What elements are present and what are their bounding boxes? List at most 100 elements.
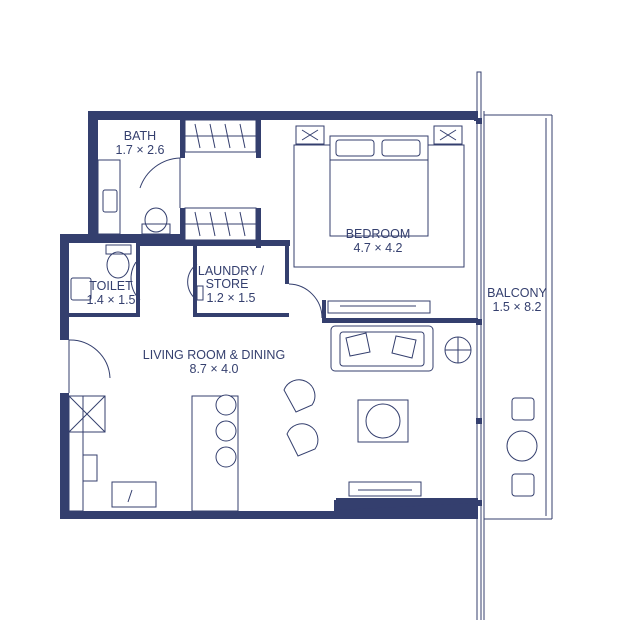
wall-toilet-top (60, 234, 100, 243)
kitchen-island (191, 395, 239, 512)
wardrobe-lower-hanger-1 (194, 211, 201, 237)
fridge (68, 395, 106, 433)
wall-corridor-bottom (140, 240, 290, 246)
wall-toilet-right (136, 243, 140, 317)
entrance-door-swing (68, 339, 111, 379)
bedroom-door-swing (288, 283, 323, 319)
wardrobe-upper-hanger-4 (239, 123, 246, 149)
pillow-left (335, 139, 375, 157)
wall-left-lower (60, 393, 69, 519)
walls (60, 111, 478, 519)
wall-bath-right-lower (180, 208, 185, 243)
living-label: LIVING ROOM & DINING (143, 348, 285, 362)
balcony-railing (484, 114, 553, 520)
cushion-left (345, 332, 371, 357)
bath-wc-bowl (144, 207, 168, 233)
nightstand-right (433, 125, 463, 145)
wall-wardrobe-right-lower (256, 208, 261, 248)
wardrobe-lower (184, 207, 257, 241)
wall-laundry-left (193, 244, 197, 317)
stool-3 (215, 446, 237, 468)
wardrobe-upper-hanger-2 (209, 123, 216, 149)
wall-toilet-bottom (69, 313, 140, 317)
bed-headboard (329, 135, 429, 161)
wall-laundry-right (285, 244, 289, 284)
window-mullion-low (476, 418, 482, 424)
wall-bath-left (88, 111, 98, 241)
bedroom-tv-unit (327, 300, 431, 314)
bed-frame (329, 135, 429, 237)
wall-wardrobe-right-upper (256, 115, 261, 158)
cushion-right (391, 335, 417, 359)
dining-table-rug (357, 399, 409, 443)
living-tv-unit (348, 481, 422, 497)
bedroom-furniture (288, 125, 465, 319)
wardrobe-upper-hanger-3 (224, 123, 231, 149)
armchair-2 (286, 423, 319, 457)
balcony-furniture (506, 397, 538, 497)
wall-right-bottom-slab (336, 498, 478, 510)
toilet-fixtures (70, 244, 141, 301)
wall-bedroom-bottom (322, 318, 478, 323)
bedroom-label: BEDROOM (346, 227, 411, 241)
laundry-label-line2: STORE (206, 277, 249, 291)
sink-tap (127, 489, 133, 503)
toilet-size: 1.4 × 1.5 (87, 293, 136, 307)
pillow-right (381, 139, 421, 157)
stool-1 (215, 394, 237, 416)
balcony-label: BALCONY (487, 286, 547, 300)
bath-size: 1.7 × 2.6 (116, 143, 165, 157)
bath-label: BATH (124, 129, 156, 143)
balcony-size: 1.5 × 8.2 (493, 300, 542, 314)
toilet-wc-bowl (106, 251, 130, 279)
fridge-diag-b (68, 395, 106, 433)
wall-left-upper (60, 234, 69, 340)
laundry-machine (196, 285, 204, 301)
balcony-table (506, 430, 538, 462)
laundry-size: 1.2 × 1.5 (207, 291, 256, 305)
wardrobe-upper-hanger-1 (194, 123, 201, 149)
kitchen (68, 394, 239, 512)
glazing (476, 71, 485, 620)
lamp-right-b (439, 129, 457, 141)
kitchen-hob (82, 454, 98, 482)
wardrobe-lower-hanger-3 (224, 211, 231, 237)
toilet-label: TOILET (89, 279, 133, 293)
balcony-chair-top (511, 397, 535, 421)
lamp-left-b (301, 129, 319, 141)
bath-fixtures (97, 157, 181, 235)
sofa (330, 325, 434, 372)
wall-laundry-bottom (193, 313, 289, 317)
kitchen-counter (68, 395, 84, 512)
laundry-door-swing (187, 263, 198, 301)
wall-bath-right-upper (180, 115, 185, 158)
window-mullion-top (476, 118, 482, 124)
balcony-chair-bottom (511, 473, 535, 497)
window-line-a (476, 71, 482, 620)
living-furniture (283, 325, 472, 497)
bath-door-swing (139, 157, 181, 189)
wardrobe-lower-hanger-4 (239, 211, 246, 237)
laundry-label-line1: LAUNDRY / (198, 264, 265, 278)
toilet-wc-tank (105, 244, 132, 255)
window-mullion-bottom (476, 500, 482, 506)
kitchen-sink (111, 481, 157, 508)
toilet-door-swing (130, 261, 141, 301)
bath-basin (102, 189, 118, 213)
wall-bath-bottom (88, 234, 185, 243)
wall-bedroom-bottom-stub (322, 300, 326, 322)
wall-right-bedroom (474, 111, 478, 121)
living-size: 8.7 × 4.0 (190, 362, 239, 376)
stool-2 (215, 420, 237, 442)
window-mullion-mid (476, 319, 482, 325)
bedroom-size: 4.7 × 4.2 (354, 241, 403, 255)
bath-vanity (97, 159, 121, 235)
wardrobe-lower-hanger-2 (209, 211, 216, 237)
dining-table (365, 403, 401, 439)
sofa-seat (339, 331, 425, 367)
wall-bottom (60, 511, 336, 519)
wardrobe-upper (184, 119, 257, 153)
toilet-basin (70, 277, 92, 301)
bath-wc-tank (141, 223, 171, 235)
